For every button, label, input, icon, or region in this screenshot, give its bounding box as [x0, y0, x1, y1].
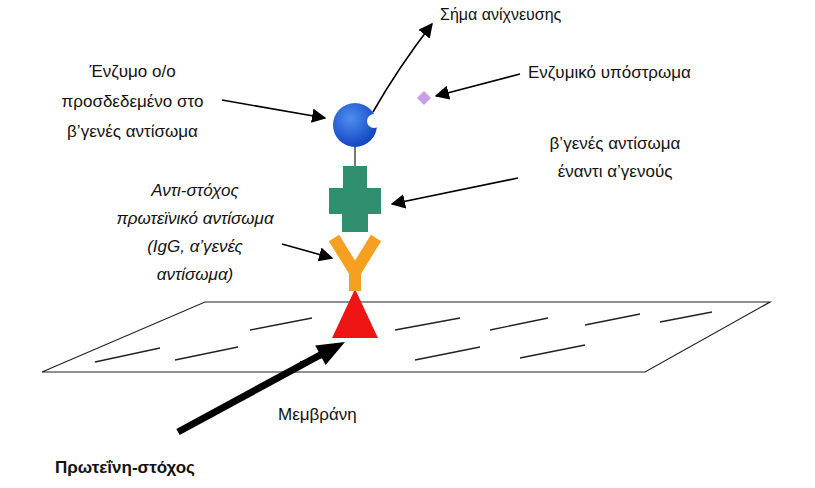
callout-label: Μεμβράνη [278, 404, 418, 426]
label-slot: Αντι-στόχος πρωτεϊνικό αντίσωμα (IgG, α’… [115, 177, 275, 289]
callout-label: Σήμα ανίχνευσης [440, 5, 630, 25]
label-slot: Ενζυμικό υπόστρωμα [528, 62, 738, 84]
membrane-texture [95, 312, 712, 362]
callout-label: Ένζυμο ο/ο προσδεδεμένο στο β’γενές αντί… [50, 57, 215, 147]
label-slot: Σήμα ανίχνευσης [440, 5, 630, 25]
callout-label: Αντι-στόχος πρωτεϊνικό αντίσωμα (IgG, α’… [115, 177, 275, 289]
label-slot: β’γενές αντίσωμα έναντι α’γενούς [525, 130, 705, 186]
callout-label: Ενζυμικό υπόστρωμα [528, 62, 738, 84]
membrane-sheet [42, 302, 770, 372]
secondary-antibody [329, 166, 381, 232]
label-slot: Ένζυμο ο/ο προσδεδεμένο στο β’γενές αντί… [50, 57, 215, 147]
enzyme-substrate [417, 91, 431, 105]
target-arrow-head [315, 342, 345, 365]
callout-label: β’γενές αντίσωμα έναντι α’γενούς [525, 130, 705, 186]
primary-antibody [334, 238, 376, 291]
label-slot: Πρωτεΐνη-στόχος [55, 457, 285, 479]
label-slot: Μεμβράνη [278, 404, 418, 426]
enzyme-active-site [367, 114, 381, 128]
callout-label: Πρωτεΐνη-στόχος [55, 457, 285, 479]
enzyme-linker [354, 146, 356, 167]
target-protein [332, 289, 378, 338]
